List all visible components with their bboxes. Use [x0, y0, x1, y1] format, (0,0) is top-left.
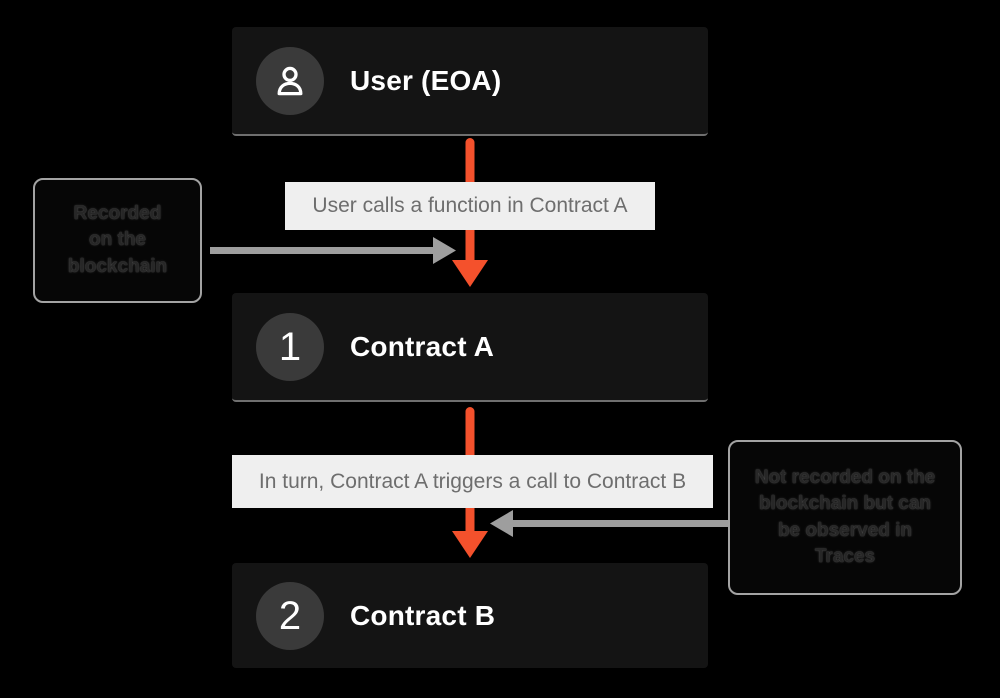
note-not-recorded-traces: Not recorded on the blockchain but can b… — [728, 440, 962, 595]
note-recorded-on-blockchain: Recorded on the blockchain — [33, 178, 202, 303]
step-1-badge: 1 — [256, 312, 324, 381]
node-title-user: User (EOA) — [350, 64, 502, 96]
caption-contract-a-calls-contract-b: In turn, Contract A triggers a call to C… — [232, 455, 713, 508]
node-contract-a: 1 Contract A — [232, 293, 708, 402]
node-contract-b: 2 Contract B — [232, 563, 708, 668]
note-line: blockchain — [67, 255, 168, 277]
note-line: blockchain but can — [758, 493, 932, 515]
note-line: be observed in — [777, 519, 913, 541]
node-title-contract-b: Contract B — [350, 599, 496, 631]
right-arrow-recorded-note — [210, 237, 456, 264]
user-icon — [277, 66, 303, 95]
note-line: on the — [89, 229, 146, 251]
caption-user-calls-contract-a: User calls a function in Contract A — [285, 182, 655, 230]
left-arrow-not-recorded-note — [490, 510, 732, 537]
note-line: Traces — [814, 545, 876, 567]
step-2-badge: 2 — [256, 581, 324, 650]
node-user-eoa: User (EOA) — [232, 27, 708, 136]
node-title-contract-a: Contract A — [350, 330, 495, 362]
note-line: Recorded — [73, 203, 162, 225]
user-avatar — [256, 46, 324, 115]
note-line: Not recorded on the — [754, 467, 936, 489]
